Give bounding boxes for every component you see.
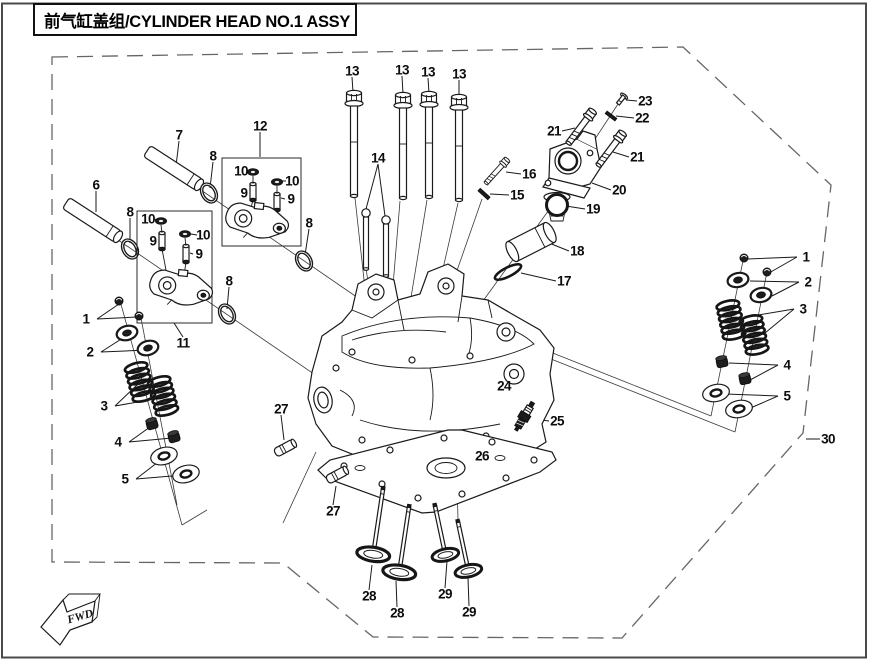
part-label-19: 19 [586,201,600,217]
part-bolt-16 [481,155,512,188]
part-label-12: 12 [253,118,267,134]
part-label-28: 28 [390,605,404,621]
part-cylinder-head-24 [307,263,555,467]
part-washer-22 [604,110,618,122]
part-label-15: 15 [510,187,524,203]
part-label-13: 13 [452,66,466,82]
part-stud-14 [381,215,391,278]
part-dowel-pin-27 [272,437,299,458]
part-label-23: 23 [638,93,652,109]
part-label-8: 8 [305,215,314,231]
part-label-9: 9 [149,233,158,249]
assembly-dashed-border [51,46,832,639]
part-label-18: 18 [570,243,584,259]
part-label-2: 2 [86,344,95,360]
part-label-27: 27 [274,401,288,417]
part-label-8: 8 [126,204,135,220]
part-label-9: 9 [240,185,249,201]
part-stud-14 [361,208,371,271]
part-label-1: 1 [82,311,91,327]
part-thermostat-cover-20 [542,130,602,199]
part-label-10: 10 [285,173,299,189]
part-label-8: 8 [225,273,234,289]
title-box: 前气缸盖组/CYLINDER HEAD NO.1 ASSY [33,3,357,36]
part-label-25: 25 [550,413,564,429]
part-label-13: 13 [345,63,359,79]
part-label-17: 17 [557,273,571,289]
part-bolt-21 [592,127,629,171]
part-label-28: 28 [362,588,376,604]
part-oring-17 [493,262,523,282]
part-label-10: 10 [234,163,248,179]
part-bolt-13 [344,89,364,199]
part-label-27: 27 [326,503,340,519]
part-bolt-13 [393,91,413,201]
part-label-3: 3 [100,398,109,414]
valve-spring-set-left [113,296,203,487]
part-label-11: 11 [176,335,190,351]
rocker-assembly-11 [136,210,216,324]
part-label-8: 8 [209,148,218,164]
part-washer-15 [477,187,491,201]
part-spacer-18 [505,221,557,263]
part-thermostat-19 [543,191,571,222]
part-label-5: 5 [783,388,792,404]
part-screw-23 [615,92,629,106]
part-label-9: 9 [287,191,296,207]
part-label-10: 10 [141,211,155,227]
part-intake-valve-28 [380,500,428,584]
part-label-5: 5 [121,471,130,487]
part-label-20: 20 [612,182,626,198]
part-label-29: 29 [462,604,476,620]
part-label-3: 3 [799,301,808,317]
fwd-arrow: FWD [40,593,101,646]
part-label-6: 6 [92,177,101,193]
part-label-22: 22 [635,110,649,126]
part-bolt-13 [449,93,469,203]
part-label-30: 30 [821,431,835,447]
part-label-26: 26 [475,448,489,464]
part-label-2: 2 [804,274,813,290]
part-rocker-shaft-7 [142,144,206,193]
page-border [1,2,867,659]
part-label-16: 16 [522,166,536,182]
part-label-14: 14 [371,150,385,166]
part-label-21: 21 [630,149,644,165]
part-label-10: 10 [196,227,210,243]
part-rocker-shaft-6 [61,196,125,245]
part-label-1: 1 [802,249,811,265]
part-label-21: 21 [547,123,561,139]
page-title: 前气缸盖组/CYLINDER HEAD NO.1 ASSY [44,12,351,31]
part-label-7: 7 [175,127,184,143]
part-label-4: 4 [114,434,123,450]
part-head-gasket-26 [317,429,557,514]
part-label-4: 4 [783,357,792,373]
part-label-24: 24 [497,378,511,394]
part-label-13: 13 [421,64,435,80]
part-bolt-13 [419,90,439,200]
part-label-29: 29 [438,586,452,602]
part-label-9: 9 [195,246,204,262]
part-label-13: 13 [395,62,409,78]
part-oring-8 [196,179,222,207]
rocker-assembly-12 [221,157,302,247]
